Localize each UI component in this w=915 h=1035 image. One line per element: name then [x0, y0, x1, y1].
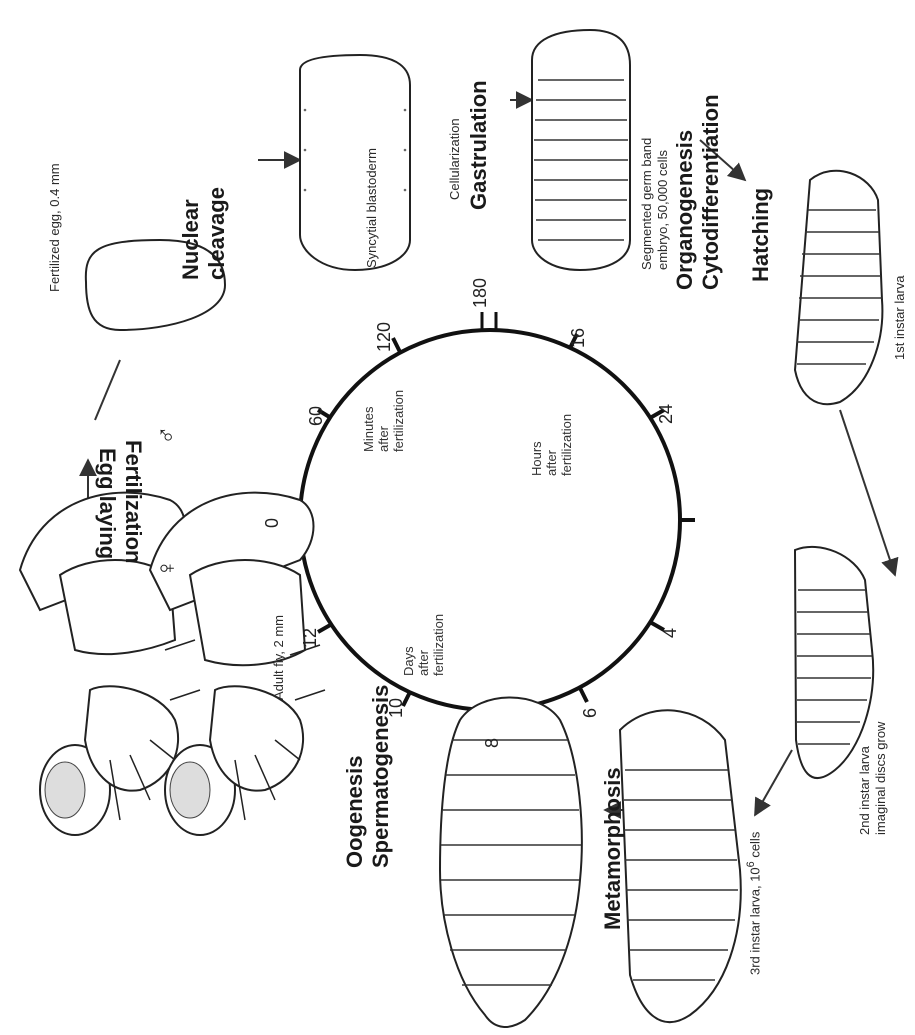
label-segmented-2: embryo, 50,000 cells — [656, 150, 671, 270]
label-3rd-instar-exp: 6 — [745, 861, 757, 867]
label-gastrulation: Gastrulation — [466, 80, 491, 210]
label-cleavage: cleavage — [204, 187, 229, 280]
label-adult-fly: Adult fly, 2 mm — [272, 615, 287, 700]
pupa-icon — [440, 698, 582, 1027]
larva-3rd-icon — [620, 710, 741, 1022]
label-fertilized-egg: Fertilized egg, 0.4 mm — [48, 163, 63, 292]
label-2nd-instar-2: imaginal discs grow — [874, 722, 889, 835]
tick-label-24: 24 — [656, 404, 677, 424]
label-fertilization: Fertilization — [121, 440, 146, 563]
male-symbol: ♂ — [152, 426, 182, 446]
label-spermatogenesis: Spermatogenesis — [368, 685, 393, 868]
center-label-minutes: Minutes after fertilization — [362, 390, 407, 452]
label-metamorphosis: Metamorphosis — [600, 767, 625, 930]
center-label-days: Days after fertilization — [402, 614, 447, 676]
tick-6 — [580, 688, 587, 702]
female-symbol: ♀ — [152, 559, 182, 579]
label-oogenesis: Oogenesis — [342, 756, 367, 868]
larva-2nd-icon — [795, 547, 873, 778]
label-cellularization: Cellularization — [448, 118, 463, 200]
blastoderm-icon — [300, 55, 410, 270]
tick-label-8: 8 — [482, 738, 503, 748]
tick-label-0: 0 — [262, 518, 283, 528]
label-nuclear: Nuclear — [178, 199, 203, 280]
tick-label-12: 12 — [300, 628, 321, 648]
tick-label-16: 16 — [568, 328, 589, 348]
center-label-hours: Hours after fertilization — [530, 414, 575, 476]
tick-label-60: 60 — [306, 406, 327, 426]
tick-label-180: 180 — [470, 278, 491, 308]
fly-female-icon — [150, 493, 325, 835]
label-hatching: Hatching — [748, 188, 773, 282]
label-syncytial-blastoderm: Syncytial blastoderm — [365, 148, 380, 268]
label-3rd-instar-text: 3rd instar larva, 10 — [747, 867, 762, 975]
larva-1st-icon — [795, 171, 882, 404]
label-3rd-instar: 3rd instar larva, 106 cells — [745, 832, 763, 975]
label-segmented-1: Segmented germ band — [640, 138, 655, 270]
label-3rd-instar-tail: cells — [747, 832, 762, 862]
tick-label-4: 4 — [660, 628, 681, 638]
label-organogenesis: Organogenesis — [672, 130, 697, 290]
label-egg-laying: Egg laying — [95, 448, 120, 559]
label-cytodifferentiation: Cytodifferentiation — [698, 94, 723, 290]
clock-circle — [285, 312, 695, 726]
label-1st-instar: 1st instar larva — [893, 275, 908, 360]
label-2nd-instar-1: 2nd instar larva — [858, 746, 873, 835]
tick-label-120: 120 — [374, 322, 395, 352]
embryo-icon — [532, 30, 630, 270]
tick-label-6: 6 — [580, 708, 601, 718]
